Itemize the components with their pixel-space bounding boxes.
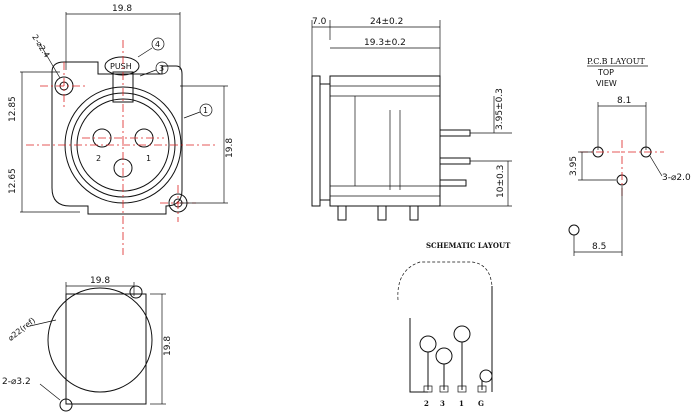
panel-cutout: 19.8 ⌀22(ref) 19.8 2-⌀3.2: [2, 276, 173, 412]
pcb-layout: P.C.B LAYOUT TOP VIEW 8.1 3.95 3-⌀2.0 8.…: [568, 57, 691, 256]
schematic-pin-label-g: G: [478, 399, 484, 408]
front-view: 19.8 2-⌀2.4 PUSH 2 1: [8, 4, 235, 255]
schematic-layout: SCHEMATIC LAYOUT 2 3 1 G: [397, 241, 511, 408]
pcb-title: P.C.B LAYOUT: [587, 57, 645, 66]
front-upper-dim: 12.85: [8, 96, 18, 122]
front-pin-2-label: 2: [96, 154, 101, 163]
side-body: [329, 75, 441, 207]
schematic-pin-2: [419, 335, 437, 353]
cutout-hole-bottom: [59, 398, 73, 412]
cutout-width-dim: 19.8: [90, 276, 110, 286]
schematic-pin-label-2: 2: [424, 399, 429, 408]
schematic-pin-label-1: 1: [459, 399, 464, 408]
schematic-title: SCHEMATIC LAYOUT: [426, 241, 511, 250]
side-flange: [311, 75, 321, 207]
front-width-dim: 19.8: [112, 4, 132, 14]
schematic-pin-g: [479, 369, 493, 383]
balloon-3: [155, 61, 169, 75]
pcb-holes-dim: 3-⌀2.0: [662, 173, 691, 183]
push-latch: [104, 56, 140, 76]
cutout-height-dim: 19.8: [163, 336, 173, 356]
svg-text:3: 3: [159, 64, 164, 73]
side-24-dim: 24±0.2: [370, 17, 403, 27]
front-housing-outline: [51, 61, 183, 215]
pcb-8-1-dim: 8.1: [617, 96, 631, 106]
pcb-hole-lower: [568, 224, 580, 236]
svg-text:1: 1: [203, 106, 208, 115]
schematic-pin-1: [453, 325, 471, 343]
front-hole-dim: 2-⌀2.4: [30, 33, 51, 59]
pcb-8-5-dim: 8.5: [592, 242, 606, 252]
side-7-dim: 7.0: [312, 17, 327, 27]
pcb-top-label: TOP: [597, 68, 614, 77]
schematic-pin-3: [435, 347, 453, 365]
side-3-95-dim: 3.95±0.3: [495, 88, 505, 130]
push-label: PUSH: [110, 62, 132, 71]
front-lower-dim: 12.65: [8, 168, 18, 194]
svg-text:4: 4: [155, 40, 160, 49]
schematic-pin-label-3: 3: [440, 399, 445, 408]
front-height-dim: 19.8: [225, 138, 235, 158]
cutout-circle: [47, 287, 153, 393]
side-pin-upper: [439, 129, 471, 137]
schematic-frame-left: [409, 318, 428, 393]
cutout-dia-dim: ⌀22(ref): [6, 316, 37, 343]
cutout-hole-top: [129, 285, 143, 299]
pcb-3-95-dim: 3.95: [569, 156, 579, 176]
front-pin-1-label: 1: [146, 154, 151, 163]
balloon-4: [151, 37, 165, 51]
side-pin-lower: [439, 179, 467, 187]
side-pin-middle: [439, 157, 471, 165]
side-10-dim: 10±0.3: [496, 165, 506, 198]
cutout-holes-dim: 2-⌀3.2: [2, 377, 31, 387]
cutout-outline: [65, 293, 147, 405]
side-view: 7.0 24±0.2 19.3±0.2 3.95±0.3 10±0.3: [311, 17, 512, 221]
pcb-view-label: VIEW: [596, 79, 617, 88]
side-19-3-dim: 19.3±0.2: [364, 38, 406, 48]
balloon-1: [199, 103, 213, 117]
